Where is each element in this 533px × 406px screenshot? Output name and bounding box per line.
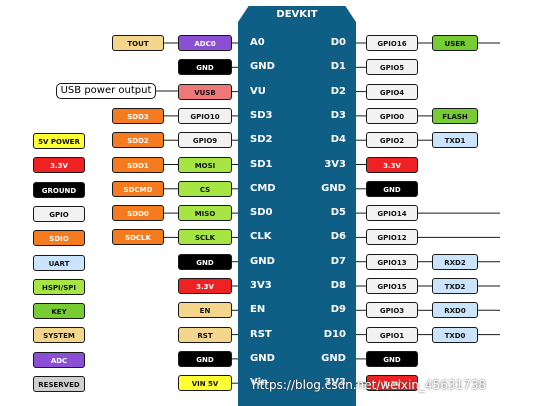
- pin-label: SD1: [250, 158, 273, 170]
- left-func-ground: GND: [178, 253, 232, 270]
- left-func-power: VIN 5V: [178, 375, 232, 392]
- pin-label: D5: [330, 207, 346, 219]
- pin-label: CLK: [250, 231, 272, 243]
- legend-gpio: GPIO: [33, 205, 85, 222]
- legend-v33: 3.3V: [33, 157, 85, 174]
- usb-power-callout: USB power output: [56, 83, 156, 99]
- legend-power: 5V POWER: [33, 133, 85, 149]
- legend-uart: UART: [33, 254, 85, 271]
- pin-label: D9: [330, 304, 346, 316]
- watermark-url: https://blog.csdn.net/weixin_45631738: [252, 378, 487, 392]
- right-func-gpio: GPIO1: [366, 326, 418, 343]
- board-title: DEVKIT: [276, 9, 318, 20]
- pin-label: A0: [250, 37, 265, 48]
- pin-label: 3V3: [324, 158, 346, 170]
- pin-label: RST: [250, 328, 272, 340]
- right-func-gpio: GPIO13: [366, 253, 418, 270]
- pin-label: 3V3: [250, 280, 272, 291]
- right-func-gpio: GPIO12: [366, 229, 418, 246]
- left-func-v33: 3.3V: [178, 278, 232, 294]
- legend-key: KEY: [33, 303, 85, 320]
- pin-label: VU: [250, 85, 266, 97]
- right-func-gpio: GPIO15: [366, 278, 418, 294]
- pin-label: GND: [321, 182, 346, 194]
- left-ext-sdio: SDD2: [112, 132, 164, 149]
- pin-label: CMD: [250, 182, 276, 194]
- pin-label: D0: [330, 37, 346, 48]
- left-ext-sdio: SDD3: [112, 107, 164, 124]
- pin-label: SD0: [250, 207, 273, 219]
- pin-label: D2: [330, 85, 346, 97]
- right-func-gpio: GPIO3: [366, 302, 418, 319]
- left-ext-sdio: SDCMD: [112, 180, 164, 197]
- left-func-hspi: MISO: [178, 205, 232, 222]
- left-func-adc: ADC0: [178, 35, 232, 51]
- pin-label: Vin: [250, 377, 269, 389]
- pin-label: EN: [250, 304, 266, 316]
- left-func-ground: GND: [178, 350, 232, 367]
- pin-label: D6: [330, 231, 346, 243]
- left-func-hspi: CS: [178, 180, 232, 197]
- pin-label: D10: [323, 328, 346, 340]
- left-ext-sdio: SDD0: [112, 205, 164, 222]
- left-func-system: RST: [178, 326, 232, 343]
- left-ext-sdio: SDD1: [112, 156, 164, 173]
- left-func-gpio: GPIO10: [178, 107, 232, 124]
- right-ext-uart: TXD0: [432, 326, 478, 343]
- legend-reserved: RESERVED: [33, 376, 85, 392]
- pin-label: D8: [330, 280, 346, 291]
- right-ext-uart: TXD2: [432, 278, 478, 294]
- right-ext-key: USER: [432, 35, 478, 51]
- legend-hspi: HSPI/SPI: [33, 278, 85, 295]
- pin-label: D1: [330, 61, 346, 73]
- right-func-v33: 3.3V: [366, 156, 418, 173]
- pin-label: 3V3: [324, 377, 346, 389]
- right-func-gpio: GPIO5: [366, 59, 418, 76]
- pin-label: D4: [330, 134, 346, 146]
- devkit-board: [238, 6, 356, 406]
- left-func-hspi: SCLK: [178, 229, 232, 246]
- left-func-system: EN: [178, 302, 232, 319]
- right-func-gpio: GPIO0: [366, 107, 418, 124]
- right-ext-key: FLASH: [432, 107, 478, 124]
- pin-label: SD3: [250, 109, 273, 121]
- right-func-ground: GND: [366, 350, 418, 367]
- pin-label: D3: [330, 109, 346, 121]
- left-func-usb: VUSB: [178, 83, 232, 100]
- right-func-v33: 3.3V: [366, 375, 418, 392]
- left-ext-sdio: SDCLK: [112, 229, 164, 246]
- right-func-gpio: GPIO2: [366, 132, 418, 149]
- left-ext-system: TOUT: [112, 35, 164, 51]
- right-func-gpio: GPIO4: [366, 83, 418, 100]
- left-func-ground: GND: [178, 59, 232, 76]
- left-func-gpio: GPIO9: [178, 132, 232, 149]
- right-func-gpio: GPIO14: [366, 205, 418, 222]
- pin-label: GND: [250, 255, 275, 267]
- pin-label: D7: [330, 255, 346, 267]
- legend-sdio: SDIO: [33, 230, 85, 247]
- right-ext-uart: RXD0: [432, 302, 478, 319]
- left-func-hspi: MOSI: [178, 156, 232, 173]
- right-ext-uart: RXD2: [432, 253, 478, 270]
- right-func-gpio: GPIO16: [366, 35, 418, 51]
- right-ext-uart: TXD1: [432, 132, 478, 149]
- legend-ground: GROUND: [33, 181, 85, 198]
- pin-label: GND: [250, 61, 275, 73]
- legend-adc: ADC: [33, 351, 85, 368]
- pin-label: GND: [321, 352, 346, 364]
- pin-label: SD2: [250, 134, 273, 146]
- pin-label: GND: [250, 352, 275, 364]
- right-func-ground: GND: [366, 180, 418, 197]
- legend-system: SYSTEM: [33, 327, 85, 344]
